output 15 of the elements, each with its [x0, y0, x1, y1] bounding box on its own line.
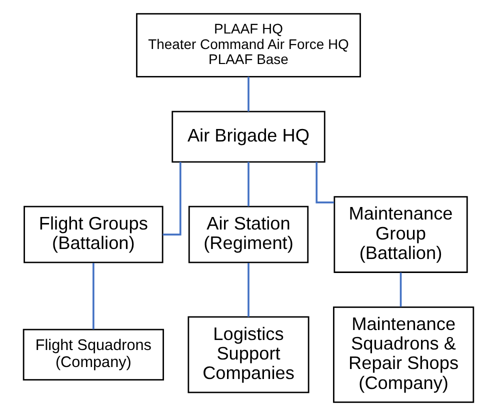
- node-box: PLAAF HQ Theater Command Air Force HQ PLAAF Base: [136, 13, 361, 78]
- connector: [248, 162, 250, 206]
- node-box: Air Station (Regiment): [188, 206, 309, 264]
- node-box: Maintenance Squadrons & Repair Shops (Company): [333, 306, 474, 403]
- node-box: Logistics Support Companies: [188, 316, 310, 394]
- connector: [162, 162, 182, 236]
- connector: [400, 272, 402, 307]
- connector: [248, 76, 250, 112]
- node-box: Air Brigade HQ: [172, 110, 326, 163]
- connector: [248, 263, 250, 317]
- node-box: Maintenance Group (Battalion): [334, 196, 468, 273]
- connector: [316, 162, 334, 204]
- connector: [92, 263, 94, 330]
- node-box: Flight Squadrons (Company): [22, 328, 164, 381]
- node-box: Flight Groups (Battalion): [24, 206, 164, 264]
